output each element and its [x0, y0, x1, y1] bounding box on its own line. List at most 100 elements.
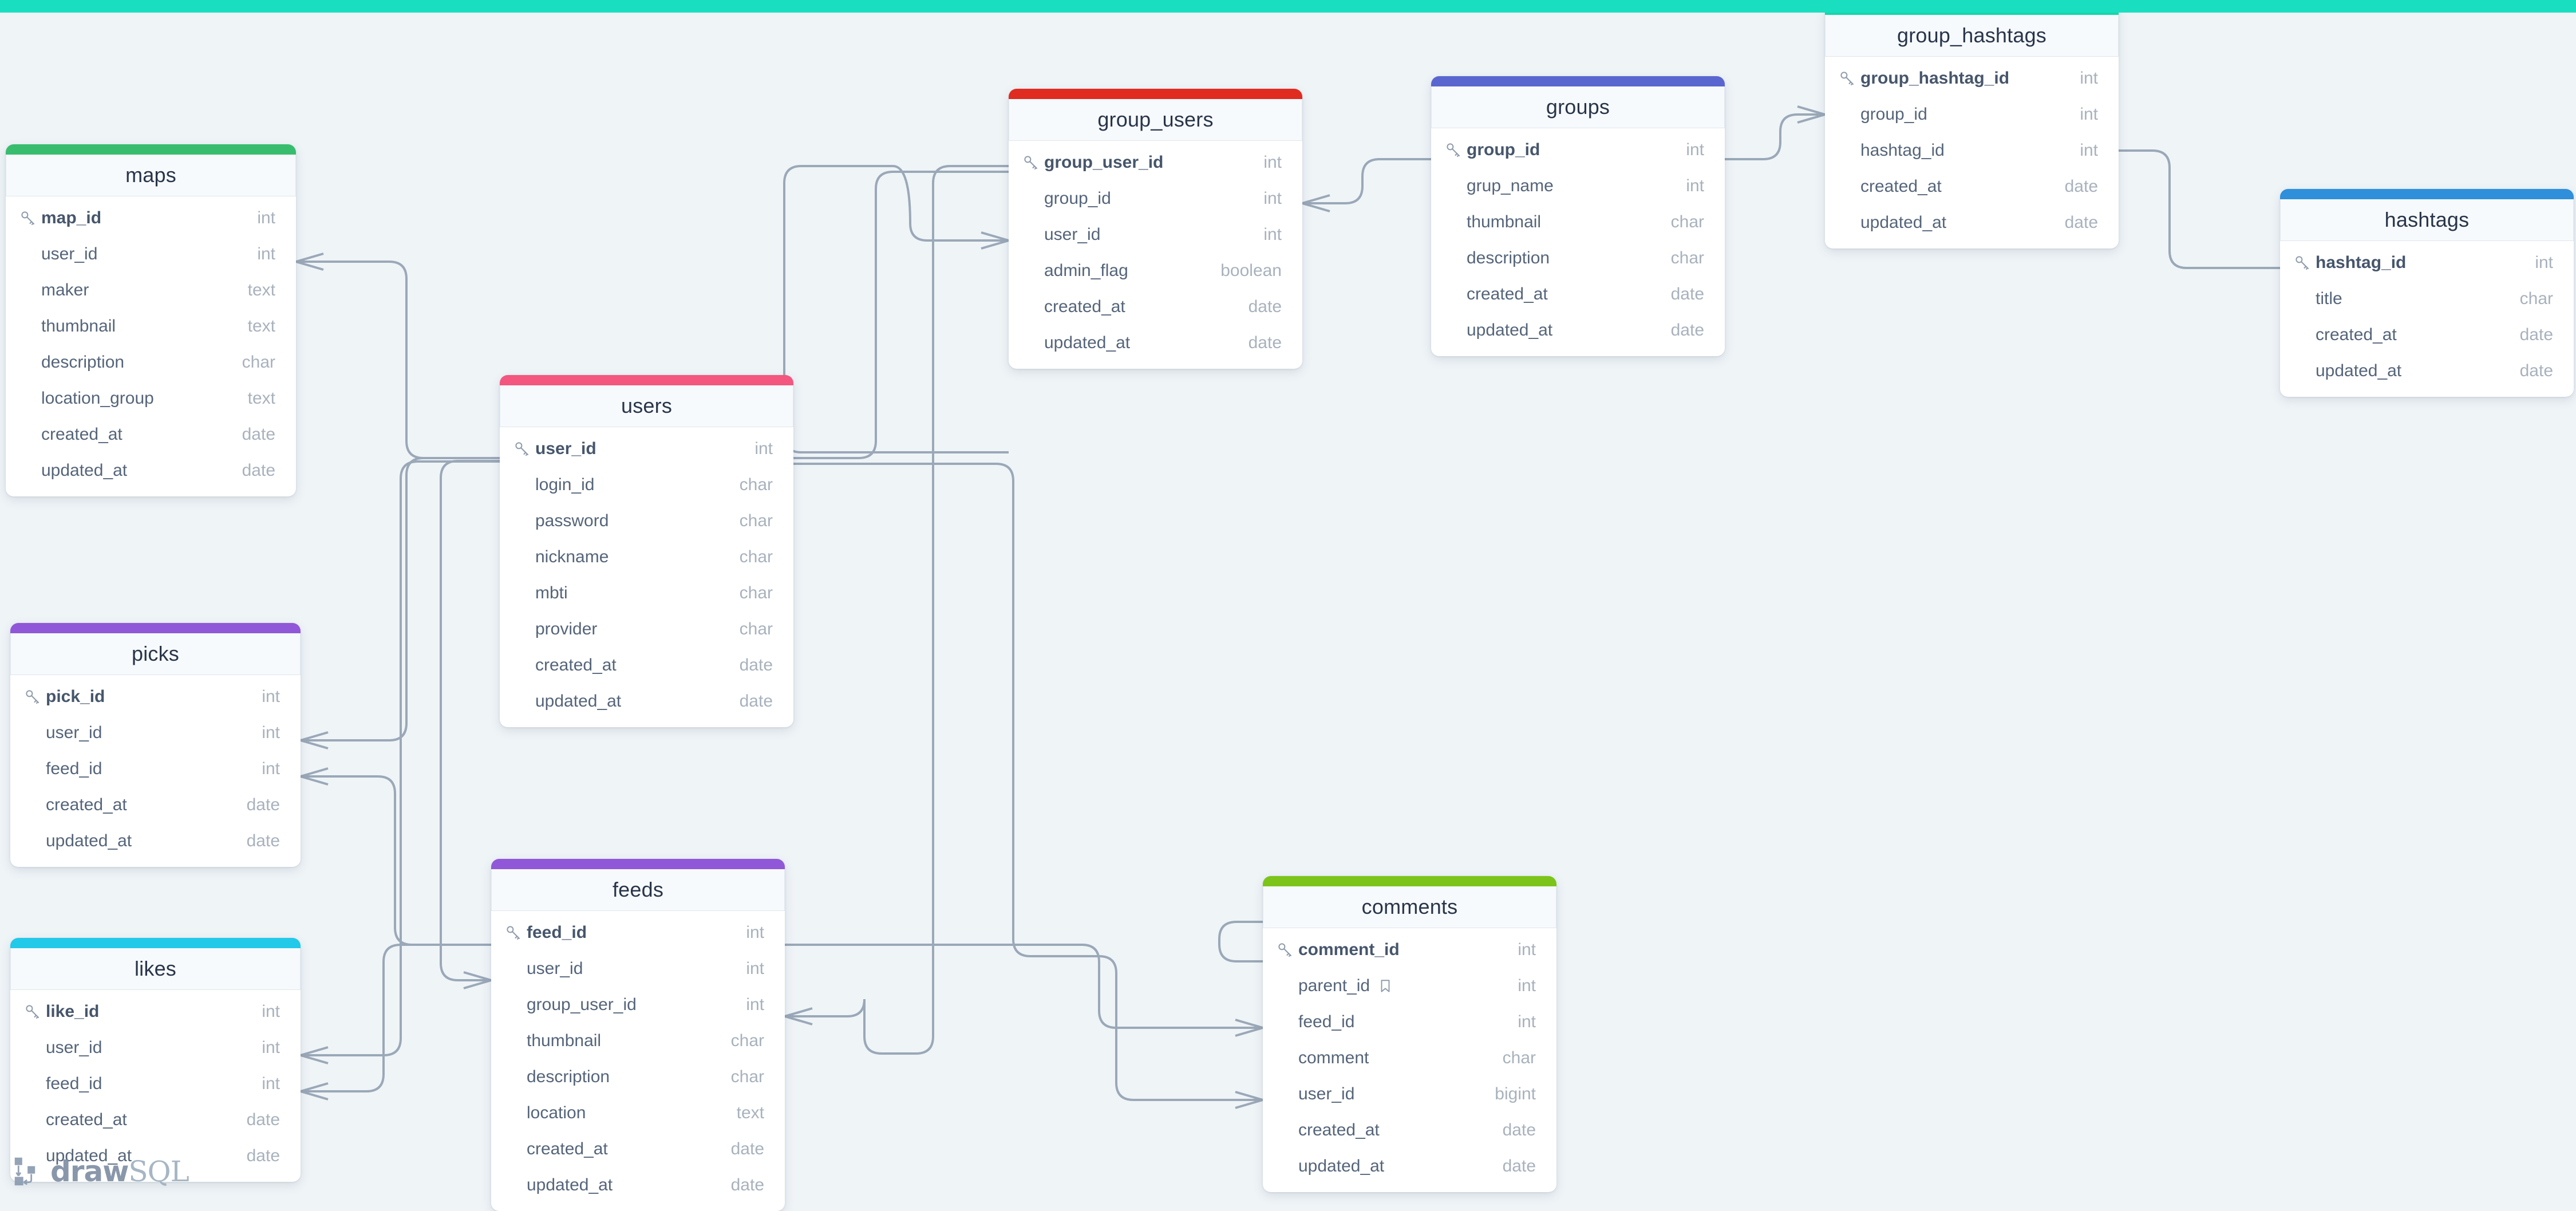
column-name-wrap: user_id	[24, 1038, 251, 1058]
table-header-groups[interactable]: groups	[1431, 86, 1725, 128]
column-name: maker	[41, 280, 89, 299]
table-header-picks[interactable]: picks	[10, 633, 301, 675]
table-header-group_users[interactable]: group_users	[1009, 99, 1302, 141]
column-name: description	[527, 1067, 610, 1086]
column-type: char	[1670, 212, 1704, 231]
column-type: int	[1686, 140, 1704, 159]
table-header-users[interactable]: users	[500, 385, 793, 427]
column-name-wrap: provider	[513, 620, 729, 639]
table-header-maps[interactable]: maps	[6, 155, 296, 196]
table-header-comments[interactable]: comments	[1263, 886, 1556, 928]
column-type: char	[739, 583, 773, 602]
table-header-group_hashtags[interactable]: group_hashtags	[1825, 15, 2119, 57]
column-name-wrap: location	[505, 1103, 726, 1123]
table-accent-groups	[1431, 76, 1725, 86]
column-name-wrap: user_id	[505, 959, 736, 979]
column-type: date	[1502, 1120, 1536, 1139]
column-type: int	[262, 759, 280, 778]
column-name: parent_id	[1298, 976, 1370, 995]
column-name-wrap: updated_at	[513, 692, 729, 711]
column-name-wrap: updated_at	[505, 1176, 721, 1195]
table-header-likes[interactable]: likes	[10, 948, 301, 990]
table-header-hashtags[interactable]: hashtags	[2280, 199, 2574, 241]
column-type: int	[746, 995, 764, 1014]
table-header-feeds[interactable]: feeds	[491, 869, 785, 911]
